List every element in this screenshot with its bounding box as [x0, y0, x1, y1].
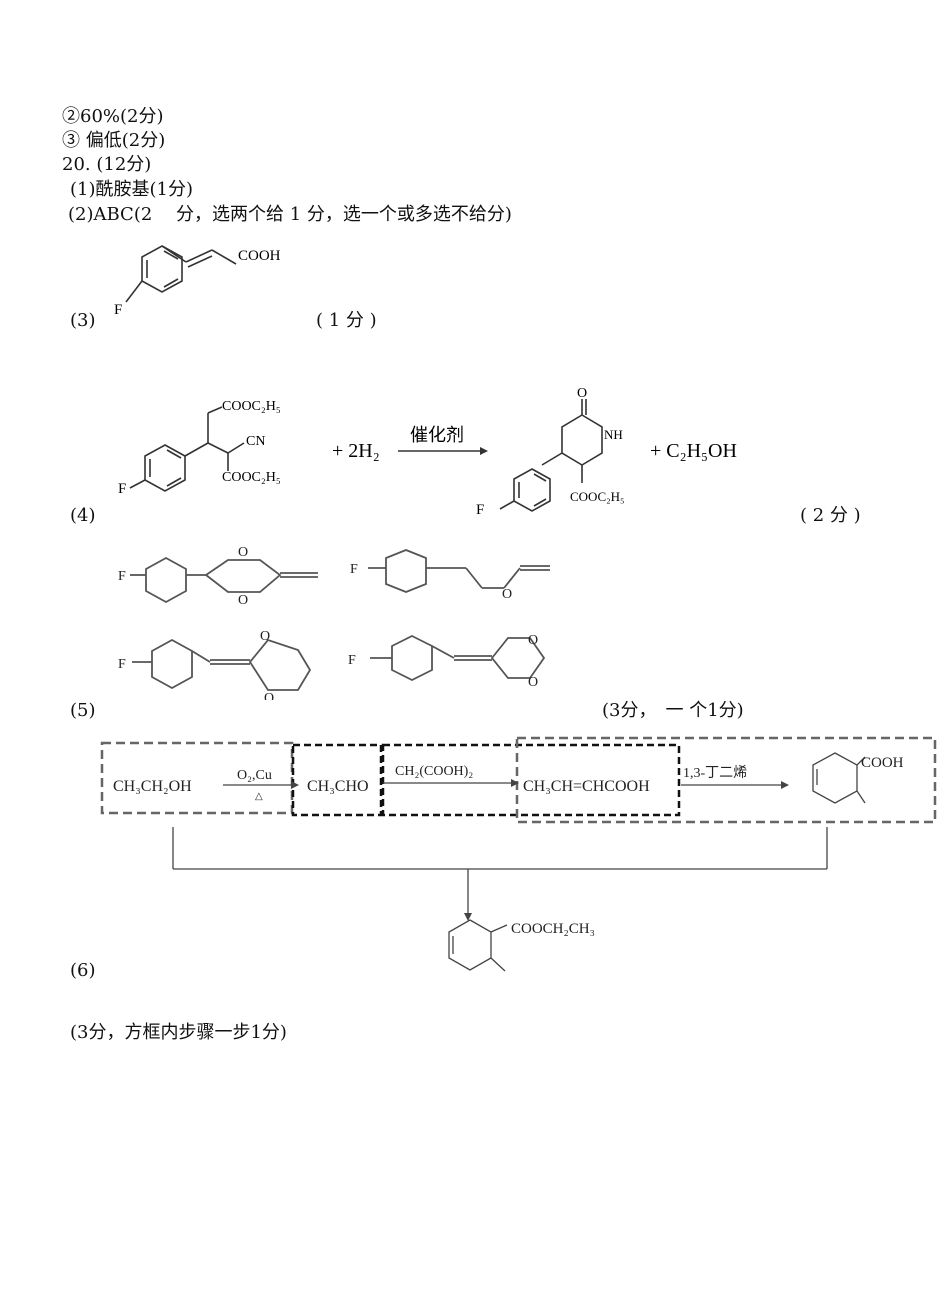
q4-plus-ethanol: + C₂H₅OH	[650, 440, 737, 462]
answer-line-3: ③ 偏低(2分)	[62, 130, 166, 151]
q4-carbonyl-o: O	[577, 386, 587, 401]
q5-o-2: O	[238, 593, 248, 608]
q4-catalyst: 催化剂	[410, 425, 464, 445]
q4-reaction: COOC₂H₅ CN COOC₂H₅ F + 2H₂ 催化剂 O NH COOC…	[118, 386, 737, 512]
answer-line-2: ②60%(2分)	[62, 106, 164, 127]
q3-structure: COOH F	[114, 245, 281, 318]
q6-ethanol: CH₃CH₂OH	[113, 778, 192, 795]
q5-label: (5)	[70, 700, 96, 721]
question-20-header: 20. (12分)	[62, 154, 152, 175]
footer-note: (3分，方框内步骤一步1分)	[70, 1022, 287, 1043]
q5-o-5: O	[264, 691, 274, 700]
q4-ester-bottom: COOC₂H₅	[222, 470, 281, 485]
q3-label: (3)	[70, 310, 96, 331]
q5-f-2: F	[350, 562, 358, 577]
q6-route: CH₃CH₂OH O₂,Cu △ CH₃CHO CH₂(COOH)₂ CH₃CH…	[100, 736, 937, 972]
q5-o-3: O	[502, 587, 512, 602]
q6-crotonic-acid: CH₃CH=CHCOOH	[523, 778, 650, 795]
q6-acetaldehyde: CH₃CHO	[307, 778, 369, 795]
q5-o-7: O	[528, 675, 538, 690]
q6-cond-1-top: O₂,Cu	[237, 768, 272, 783]
step-box-2	[291, 743, 383, 817]
q4-score: ( 2 分 )	[800, 505, 861, 526]
q4-cyano: CN	[246, 434, 265, 449]
q5-o-1: O	[238, 545, 248, 560]
q5-f-4: F	[348, 653, 356, 668]
q6-cond-3: 1,3-丁二烯	[683, 765, 747, 781]
q6-label: (6)	[70, 960, 96, 981]
q5-f-3: F	[118, 657, 126, 672]
q4-ester-product: COOC₂H₅	[570, 489, 625, 504]
q4-ester-top: COOC₂H₅	[222, 399, 281, 414]
q5-o-6: O	[528, 633, 538, 648]
answer-20-2: (2)ABC(2 分，选两个给 1 分，选一个或多选不给分)	[68, 204, 512, 225]
q3-fluorine: F	[114, 302, 122, 318]
q5-o-4: O	[260, 629, 270, 644]
q6-cond-1-bottom: △	[255, 791, 263, 802]
step-box-1	[100, 741, 294, 815]
q5-score: (3分， 一 个1分)	[602, 700, 744, 721]
q6-cond-2: CH₂(COOH)₂	[395, 764, 473, 779]
q4-fluorine: F	[118, 481, 126, 497]
q3-score: ( 1 分 )	[316, 310, 377, 331]
q5-f-1: F	[118, 569, 126, 584]
q4-nh: NH	[604, 427, 623, 442]
q3-cooh: COOH	[238, 248, 281, 264]
q5-structures: F O O F O F O O F O O	[118, 545, 550, 700]
step-box-3	[381, 743, 681, 817]
q4-label: (4)	[70, 505, 96, 526]
q6-cooh: COOH	[861, 755, 904, 771]
q6-product-ester: COOCH₂CH₃	[511, 921, 595, 937]
answer-20-1: (1)酰胺基(1分)	[70, 179, 193, 200]
q4-plus-h2: + 2H₂	[332, 440, 380, 462]
q4-product-fluorine: F	[476, 502, 484, 518]
